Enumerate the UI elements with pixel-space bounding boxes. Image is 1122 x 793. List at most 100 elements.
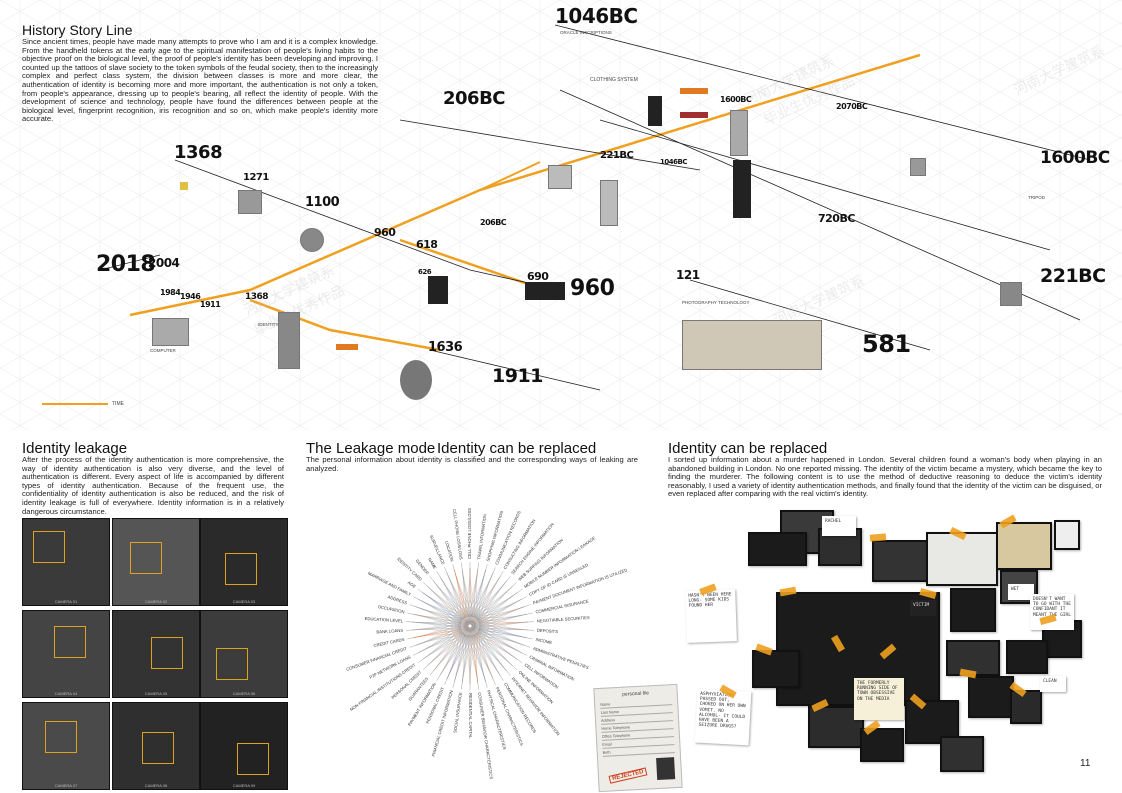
- leakage-label: RESIDENTIAL CAPITAL: [468, 693, 473, 739]
- year-label: 960: [374, 226, 396, 239]
- photo-artifact: [400, 360, 432, 400]
- leakage-label: TRAVEL INFORMATION: [476, 514, 487, 560]
- leakage-spoke: [526, 637, 533, 640]
- year-label: 1911: [200, 300, 221, 309]
- evidence-map: [996, 522, 1052, 570]
- camera-label: CAMERA 09: [232, 783, 256, 788]
- evidence-photo: [872, 540, 932, 582]
- page-number: 11: [1080, 758, 1091, 769]
- year-label: 1368: [245, 292, 269, 302]
- leakage-label: LOCATION: [444, 540, 455, 562]
- camera-panel: CAMERA 09: [200, 702, 288, 790]
- leakage-spoke: [413, 652, 419, 656]
- leakage-spoke: [512, 582, 517, 587]
- year-label: 1946: [180, 292, 201, 301]
- replaced-paragraph: I sorted up information about a murder h…: [668, 455, 1102, 499]
- camera-highlight: [237, 743, 269, 775]
- leakage-label: NEGOTIABLE SECURITIES: [537, 615, 590, 624]
- evidence-note: DOESN'T WANT TO GO WITH THE CONFIDANT IT…: [1030, 594, 1074, 630]
- timeline-branch-line: [249, 298, 441, 352]
- camera-highlight: [142, 732, 174, 764]
- year-label: 221BC: [600, 150, 634, 161]
- leakage-spoke: [506, 576, 511, 582]
- year-label: 581: [862, 330, 911, 358]
- camera-highlight: [130, 542, 162, 574]
- label-clothing-system: CLOTHING SYSTEM: [590, 77, 638, 83]
- file-field-label: Birth: [602, 750, 611, 755]
- evidence-photo: [748, 532, 807, 566]
- leakage-spoke: [417, 588, 423, 593]
- photo-artifact: [278, 312, 300, 369]
- year-label: 1368: [174, 142, 223, 163]
- camera-panel: CAMERA 06: [200, 610, 288, 698]
- file-field-label: Last Name: [600, 709, 620, 715]
- photo-artifact: [548, 165, 572, 189]
- camera-panel: CAMERA 01: [22, 518, 110, 606]
- timeline-legend-label: TIME: [112, 401, 124, 407]
- camera-panel: CAMERA 05: [112, 610, 200, 698]
- leakage-link: [461, 568, 467, 684]
- leakage-spoke: [417, 659, 423, 664]
- photo-artifact: [1000, 282, 1022, 306]
- photo-artifact: [680, 112, 708, 118]
- leakage-spoke: [423, 665, 428, 670]
- leakage-spoke: [436, 571, 441, 577]
- leakage-spoke: [512, 665, 517, 670]
- evidence-photo: [1010, 690, 1042, 724]
- year-label: 121: [676, 268, 700, 282]
- year-label: 206BC: [443, 88, 506, 109]
- photo-artifact: [525, 282, 565, 300]
- leakage-spoke: [524, 645, 531, 648]
- evidence-note: RACHEL: [822, 516, 856, 536]
- history-paragraph: Since ancient times, people have made ma…: [22, 37, 378, 124]
- photo-artifact: [680, 88, 708, 94]
- file-field-label: Address: [600, 718, 616, 723]
- leakage-spoke: [407, 612, 414, 615]
- year-label: 2070BC: [836, 102, 868, 111]
- camera-panel: CAMERA 04: [22, 610, 110, 698]
- leakage-spoke: [526, 612, 533, 615]
- label-oracle: ORACLE INSCRIPTIONS: [560, 30, 612, 35]
- leakage-spoke: [461, 683, 463, 690]
- leakage-spoke: [517, 588, 523, 593]
- leakage-spoke: [492, 567, 496, 573]
- evidence-note: ASPHYXIATION- PASSED OUT, CHOKED ON HER …: [694, 688, 752, 746]
- leakage-paragraph: After the process of the identity authen…: [22, 455, 284, 516]
- camera-highlight: [33, 531, 65, 563]
- year-label: 1100: [305, 195, 340, 210]
- evidence-note: VICTIM: [910, 600, 936, 616]
- leakage-label: INCOME: [535, 637, 553, 645]
- leakage-spoke: [477, 683, 479, 690]
- file-field-label: Email: [602, 742, 612, 747]
- label-identity-card: IDENTITY CARD: [258, 322, 293, 327]
- year-label: 1636: [428, 340, 463, 355]
- leakage-label: CELL PHONE LOSS/LOSS: [467, 508, 472, 559]
- leakage-label: MARRIAGE AND FAMILY: [367, 571, 412, 598]
- year-label: 1046BC: [555, 4, 638, 28]
- year-label: 720BC: [818, 212, 855, 225]
- label-photography: PHOTOGRAPHY TECHNOLOGY: [682, 300, 750, 305]
- tape: [959, 668, 977, 679]
- photo-artifact: [336, 344, 358, 350]
- photo-artifact: [648, 96, 662, 126]
- year-label: 1046BC: [660, 158, 687, 166]
- file-photo: [656, 757, 676, 781]
- leakage-label: ADDRESS: [387, 594, 408, 606]
- camera-panel: CAMERA 07: [22, 702, 110, 790]
- camera-highlight: [54, 626, 86, 658]
- camera-highlight: [216, 648, 248, 680]
- year-label: 1600BC: [1040, 148, 1110, 168]
- evidence-note: HASN'T BEEN HERE LONG- SOME KIDS FOUND H…: [685, 589, 737, 643]
- leakage-spoke: [521, 652, 527, 656]
- leakage-spoke: [444, 567, 448, 573]
- camera-highlight: [45, 721, 77, 753]
- camera-highlight: [225, 553, 257, 585]
- evidence-photo: [752, 650, 800, 688]
- evidence-photo: [950, 588, 996, 632]
- leakage-label: SOCIAL INSURANCE: [452, 692, 463, 734]
- leakage-spoke: [524, 604, 531, 607]
- leakage-mode-title: The Leakage mode: [306, 440, 436, 457]
- camera-panel: CAMERA 02: [112, 518, 200, 606]
- year-label: 1984: [160, 288, 181, 297]
